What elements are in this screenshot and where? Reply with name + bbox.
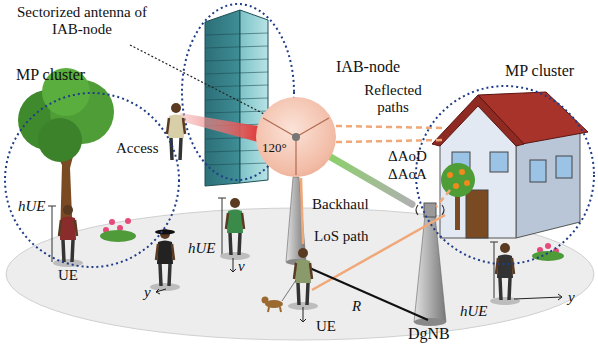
- axis-label: y: [144, 284, 151, 301]
- height-label: hUE: [188, 240, 216, 257]
- ue-label: UE: [316, 318, 336, 335]
- angle-label: ΔAoD: [388, 148, 427, 165]
- iab-node: IAB-node: [256, 97, 336, 177]
- node-label: DgNB: [408, 325, 450, 343]
- height-label: hUE: [18, 198, 46, 215]
- link-label: Access: [116, 140, 158, 157]
- node-label: MP cluster: [505, 62, 574, 80]
- node-label: MP cluster: [16, 66, 85, 84]
- ue-label: UE: [58, 267, 78, 284]
- mp-cluster: MP cluster: [415, 85, 595, 265]
- height-label: hUE: [460, 303, 488, 320]
- path-label: LoS path: [314, 228, 369, 245]
- path-label: Reflected paths: [360, 82, 426, 116]
- distance-label: R: [352, 298, 361, 315]
- callout-label: Sectorized antenna of IAB-node: [2, 4, 162, 38]
- link-label: Backhaul: [312, 196, 369, 213]
- sector-line: [295, 137, 296, 175]
- axis-label: v: [238, 258, 245, 275]
- cluster-circle: [5, 93, 179, 267]
- dgnb-node: DgNB: [412, 200, 442, 226]
- axis-label: y: [568, 289, 575, 306]
- angle-label: 120°: [262, 140, 287, 155]
- mp-cluster: MP cluster: [4, 92, 180, 268]
- angle-label: ΔAoA: [388, 166, 427, 183]
- cluster-outline: [415, 85, 595, 265]
- sector-line: [296, 118, 329, 137]
- cluster-outline: [4, 92, 180, 268]
- node-label: IAB-node: [336, 58, 400, 76]
- cluster-circle: [416, 86, 594, 264]
- antenna-hub: [292, 133, 300, 141]
- sector-antenna: [256, 97, 336, 177]
- sector-line: [263, 118, 296, 137]
